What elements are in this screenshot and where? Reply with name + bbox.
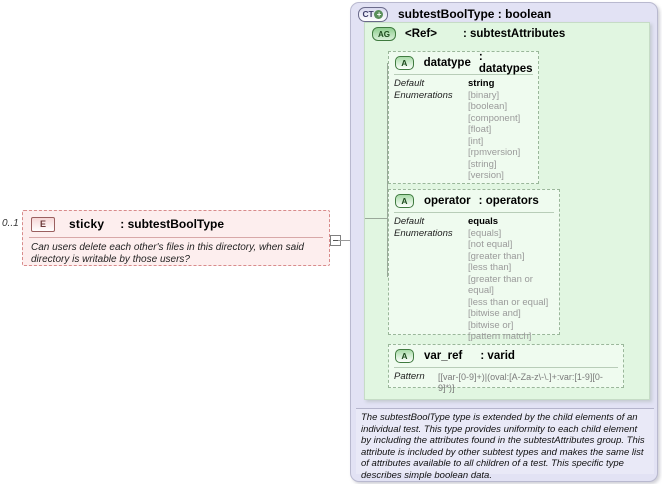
multiplicity-label: 0..1 [2,218,19,229]
enum-value: [equals] [468,227,502,239]
enum-value: [string] [468,158,497,170]
facet-label-pattern: Pattern [394,371,425,382]
element-name: sticky [69,217,105,231]
element-header: E sticky : subtestBoolType [23,211,329,237]
attribute-separator-rule [394,367,618,368]
element-box-sticky[interactable]: E sticky : subtestBoolType Can users del… [22,210,330,266]
facet-pattern-value: [[var-[0-9]+)|(oval:[A-Za-z\-\.]+:var:[1… [438,372,603,393]
tree-spine [387,63,388,276]
facet-label-default: Default [394,216,425,227]
facet-default-value: string [468,78,495,89]
enum-value: [int] [468,135,484,147]
enum-value: [binary] [468,89,500,101]
attribute-box-operator[interactable]: A operator : operators Default Enumerati… [388,189,560,342]
attribute-name: datatype [423,57,471,69]
facet-values: equals [equals] [not equal] [greater tha… [468,216,554,343]
attribute-badge-icon: A [395,349,414,363]
element-documentation: Can users delete each other's files in t… [31,242,304,265]
facet-label-enumerations: Enumerations [394,227,453,239]
attribute-header: A var_ref : varid [389,345,623,367]
attribute-badge-icon: A [395,56,414,70]
facet-labels: Default Enumerations [394,216,468,343]
attribute-name: var_ref [424,350,463,362]
facet-row-pattern: Pattern [[var-[0-9]+)|(oval:[A-Za-z\-\.]… [389,368,623,394]
element-badge-icon: E [31,216,55,232]
complextype-documentation: The subtestBoolType type is extended by … [356,408,654,481]
enum-value: [less than] [468,262,512,273]
attribute-box-datatype[interactable]: A datatype : datatypes Default Enumerati… [388,51,539,184]
attribute-box-var-ref[interactable]: A var_ref : varid Pattern [[var-[0-9]+)|… [388,344,624,393]
enum-value: [bitwise or] [468,319,514,331]
facet-values: string [binary] [boolean] [component] [f… [468,78,520,182]
attributegroup-header: AG <Ref> : subtestAttributes [365,23,649,45]
enum-value: [float] [468,124,492,135]
attribute-separator-rule [394,212,554,213]
enum-value: [less than or equal] [468,296,549,308]
element-type: : subtestBoolType [120,217,225,231]
enum-value: [not equal] [468,239,513,250]
facet-row-operator: Default Enumerations equals [equals] [no… [389,213,559,343]
connector-line [338,240,356,241]
enum-value: [boolean] [468,101,508,112]
enum-value: [greater than] [468,250,525,262]
attributegroup-name: : subtestAttributes [462,28,566,40]
attribute-header: A datatype : datatypes [389,51,538,75]
facet-label-enumerations: Enumerations [394,89,453,101]
attribute-name: operator [424,195,471,207]
attribute-separator-rule [394,74,533,75]
element-separator-rule [29,237,323,238]
attribute-badge-icon: A [395,194,414,208]
attribute-type: : datatypes [478,51,533,75]
attribute-header: A operator : operators [389,190,559,212]
enum-value: [bitwise and] [468,308,521,319]
plus-circle-icon[interactable]: + [374,9,384,19]
attributegroup-badge-icon: AG [372,27,396,41]
facet-row-datatype: Default Enumerations string [binary] [bo… [389,75,538,182]
attributegroup-ref-label: <Ref> [405,28,437,40]
complextype-header: CT+ subtestBoolType : boolean [351,3,657,25]
complextype-title: subtestBoolType : boolean [398,7,552,21]
attribute-type: : varid [480,350,515,362]
enum-value: [greater than or equal] [468,273,533,297]
enum-value: [component] [468,112,521,124]
attribute-type: : operators [478,195,539,207]
enum-value: [rpmversion] [468,147,521,158]
facet-default-value: equals [468,216,499,227]
complextype-badge-icon: CT+ [358,6,388,22]
enum-value: [pattern match] [468,331,532,342]
facet-label-default: Default [394,78,425,89]
tree-inlet [365,218,387,219]
facet-labels: Default Enumerations [394,78,468,182]
enum-value: [version] [468,170,504,181]
